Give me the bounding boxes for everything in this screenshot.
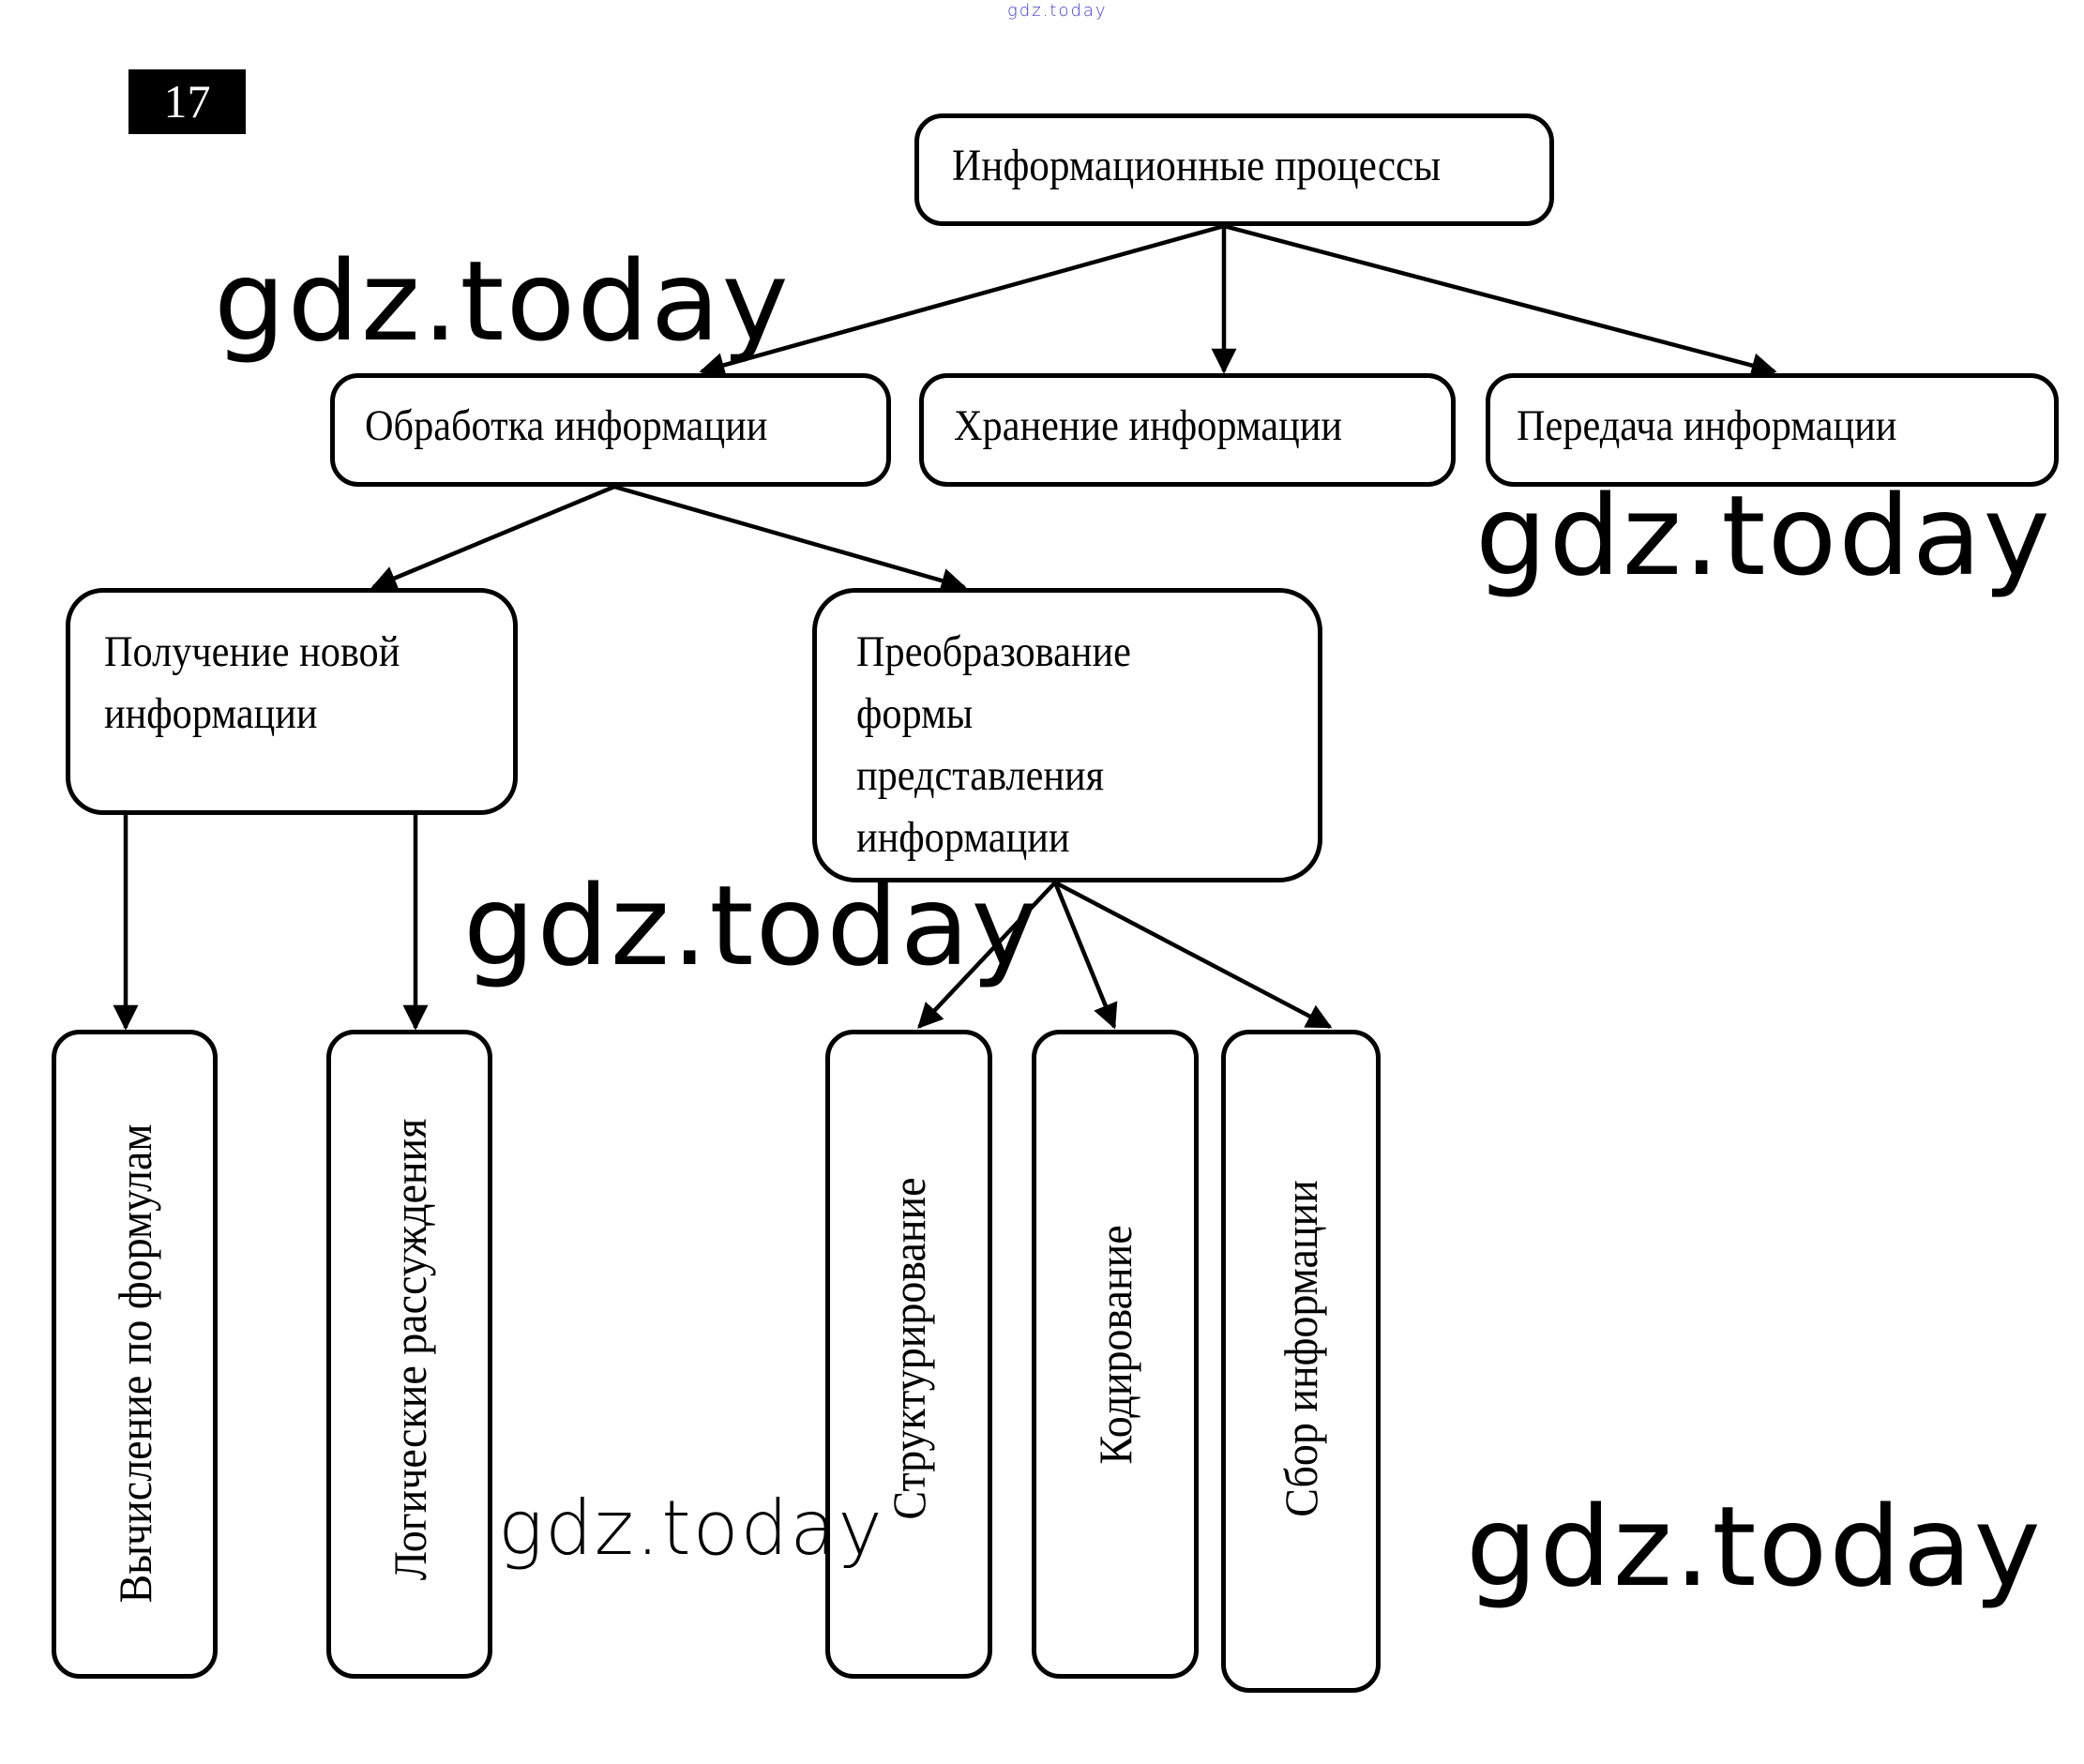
- node-transfer-label: Передача информации: [1517, 401, 1897, 450]
- edge-transform-to-coding: [1052, 882, 1118, 1030]
- node-transform-line-3: представления: [856, 751, 1105, 800]
- node-storage-label: Хранение информации: [954, 401, 1343, 450]
- node-transform-line-4: информации: [856, 813, 1070, 862]
- edge-root-to-transfer: [1223, 223, 1777, 378]
- node-calc-label: Вычисление по формулам: [108, 1123, 161, 1604]
- node-collection: Сбор информации: [1221, 1030, 1381, 1693]
- edge-processing-to-transform: [613, 484, 967, 594]
- node-transform-line-1: Преобразование: [856, 627, 1131, 676]
- edge-processing-to-new-info: [370, 484, 615, 591]
- watermark-3: gdz.today: [463, 861, 1040, 990]
- task-number-badge: 17: [128, 69, 246, 134]
- node-transfer: Передача информации: [1486, 373, 2059, 487]
- watermark-4: gdz.today: [498, 1485, 884, 1572]
- node-processing: Обработка информации: [330, 373, 891, 487]
- node-root: Информационные процессы: [914, 113, 1554, 226]
- node-coding: Кодирование: [1032, 1030, 1199, 1679]
- node-transform: Преобразование формы представления инфор…: [812, 588, 1322, 882]
- node-new-info: Получение новой информации: [66, 588, 518, 815]
- watermark-5: gdz.today: [1466, 1482, 2043, 1611]
- edge-transform-to-structuring: [917, 881, 1057, 1029]
- top-watermark: gdz.today: [1007, 1, 1108, 21]
- edge-transform-to-collection: [1053, 881, 1333, 1029]
- edge-root-to-processing: [699, 223, 1225, 378]
- node-storage: Хранение информации: [919, 373, 1456, 487]
- node-processing-label: Обработка информации: [365, 401, 768, 450]
- node-transform-line-2: формы: [856, 689, 974, 738]
- node-structuring-label: Структурирование: [883, 1177, 935, 1520]
- node-coding-label: Кодирование: [1089, 1225, 1141, 1465]
- node-collection-label: Сбор информации: [1275, 1179, 1327, 1517]
- node-structuring: Структурирование: [825, 1030, 992, 1679]
- node-root-label: Информационные процессы: [952, 141, 1442, 190]
- watermark-2: gdz.today: [1475, 471, 2052, 600]
- node-logic: Логические рассуждения: [326, 1030, 492, 1679]
- watermark-1: gdz.today: [214, 236, 791, 366]
- node-logic-label: Логические рассуждения: [383, 1118, 436, 1581]
- node-calc: Вычисление по формулам: [52, 1030, 218, 1679]
- node-new-info-line-2: информации: [104, 689, 318, 738]
- node-new-info-line-1: Получение новой: [104, 627, 400, 676]
